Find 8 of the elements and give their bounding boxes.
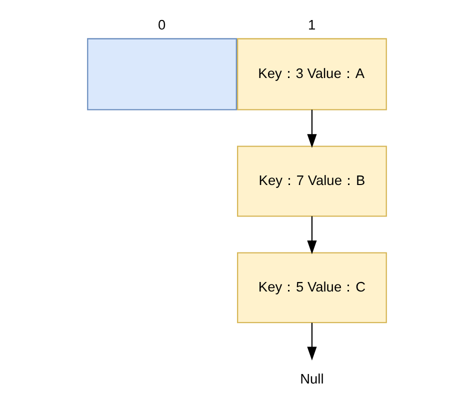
- node-label: 1: [308, 17, 316, 32]
- arrow: [307, 322, 317, 360]
- arrow: [307, 109, 317, 148]
- node-box: Key：7 Value：B: [237, 145, 387, 216]
- node-box: Key：5 Value：C: [237, 252, 387, 323]
- node-text: Null: [300, 370, 324, 386]
- node-label: 0: [158, 17, 166, 32]
- arrow: [307, 216, 317, 254]
